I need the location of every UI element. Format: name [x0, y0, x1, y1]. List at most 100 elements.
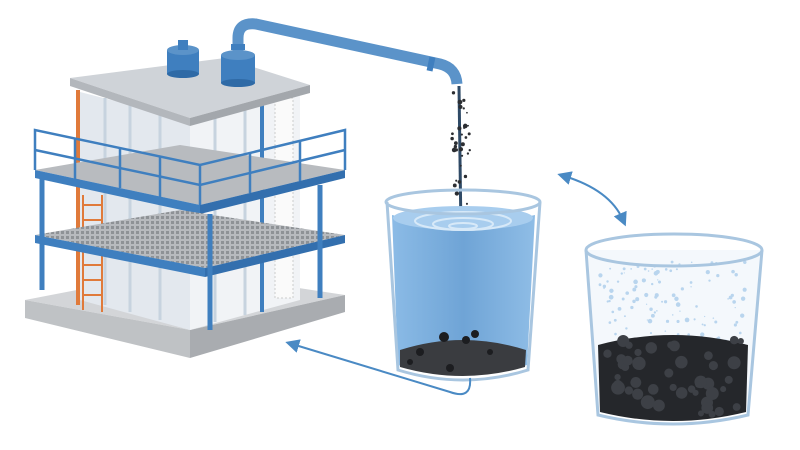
grated-platform — [35, 210, 345, 268]
particle — [455, 179, 458, 182]
bubble — [616, 280, 620, 283]
particle — [457, 126, 462, 131]
bubble — [730, 293, 734, 297]
carbon-granule — [630, 376, 642, 388]
particle — [462, 123, 468, 129]
bubble — [671, 293, 676, 298]
particle — [459, 164, 462, 167]
particle — [453, 141, 458, 146]
bubble — [608, 321, 612, 324]
carbon-granule — [705, 387, 719, 400]
bubble — [651, 282, 654, 286]
carbon-granule — [737, 337, 744, 345]
carbon-granule — [634, 348, 642, 357]
bubble — [680, 287, 684, 291]
carbon-granule — [697, 410, 704, 417]
treatment-building-icon — [25, 40, 347, 358]
bubble — [676, 319, 680, 324]
bubble — [669, 269, 673, 273]
bubble — [733, 323, 737, 327]
bubble — [650, 313, 655, 318]
carbon-granule — [647, 384, 659, 395]
particle — [458, 148, 462, 151]
bubble — [727, 298, 729, 300]
bubble — [625, 327, 628, 330]
carbon-granule — [714, 406, 724, 417]
carbon-granule — [624, 386, 634, 395]
bubble — [635, 297, 640, 302]
particle — [467, 132, 471, 136]
carbon-granule — [625, 341, 633, 349]
bubble — [740, 313, 745, 318]
bubble — [700, 332, 705, 337]
bubble — [653, 311, 656, 314]
bubble — [704, 315, 706, 318]
bubble — [647, 318, 653, 324]
bubble — [645, 303, 648, 305]
particle — [453, 144, 458, 149]
bubble — [656, 310, 658, 312]
bubble — [664, 330, 667, 332]
bubble — [742, 287, 747, 292]
bubble — [734, 273, 738, 277]
carbon-granule — [622, 355, 633, 366]
particle — [460, 133, 463, 136]
bubble — [708, 279, 711, 282]
carbon-granule — [632, 388, 644, 400]
bubble — [609, 288, 614, 293]
bubble — [701, 323, 704, 326]
bubble — [740, 296, 746, 301]
bubble — [647, 270, 650, 272]
carbon-granule — [669, 383, 677, 392]
particle — [458, 104, 463, 109]
pipe-icon — [232, 18, 463, 85]
particle — [457, 180, 462, 184]
sediment — [400, 340, 526, 376]
carbon-granule — [645, 342, 657, 354]
bubble — [734, 306, 736, 309]
bubble — [598, 273, 603, 278]
bubble — [653, 271, 659, 276]
bubble — [621, 297, 625, 301]
carbon-granule — [727, 356, 741, 370]
carbon-granule — [724, 375, 733, 384]
carbon-granule — [667, 341, 675, 349]
bubble — [608, 294, 614, 300]
bubble — [622, 267, 626, 271]
bubble — [716, 273, 720, 278]
carbon-granule — [729, 335, 739, 345]
bubble — [630, 268, 632, 270]
bubble — [689, 281, 693, 284]
bubble — [687, 333, 690, 336]
particle — [451, 132, 454, 136]
carbon-granule — [664, 368, 674, 378]
particle — [466, 152, 470, 155]
bubble — [690, 261, 693, 264]
particle — [450, 136, 454, 141]
bubble — [663, 300, 668, 304]
bubble — [712, 317, 715, 319]
carbon-granule — [640, 395, 655, 410]
bubble — [646, 319, 649, 321]
bubble — [608, 299, 611, 303]
carbon-granule — [603, 349, 612, 358]
bubble — [690, 286, 692, 288]
particle — [451, 91, 456, 95]
bubble — [649, 307, 653, 311]
carbon-granule — [732, 403, 741, 411]
bubble — [603, 287, 605, 290]
carbon-granule — [720, 386, 727, 393]
bubble — [654, 293, 659, 298]
particle — [462, 98, 466, 102]
carbon-granule — [611, 380, 625, 395]
upper-platform — [35, 145, 345, 205]
carbon-granule — [632, 356, 646, 371]
bubble — [739, 331, 742, 335]
bubble — [657, 280, 662, 284]
bubble — [661, 300, 664, 303]
bubble — [625, 291, 630, 295]
bubble — [634, 285, 638, 289]
bubble — [643, 279, 646, 282]
bubble — [611, 310, 615, 314]
